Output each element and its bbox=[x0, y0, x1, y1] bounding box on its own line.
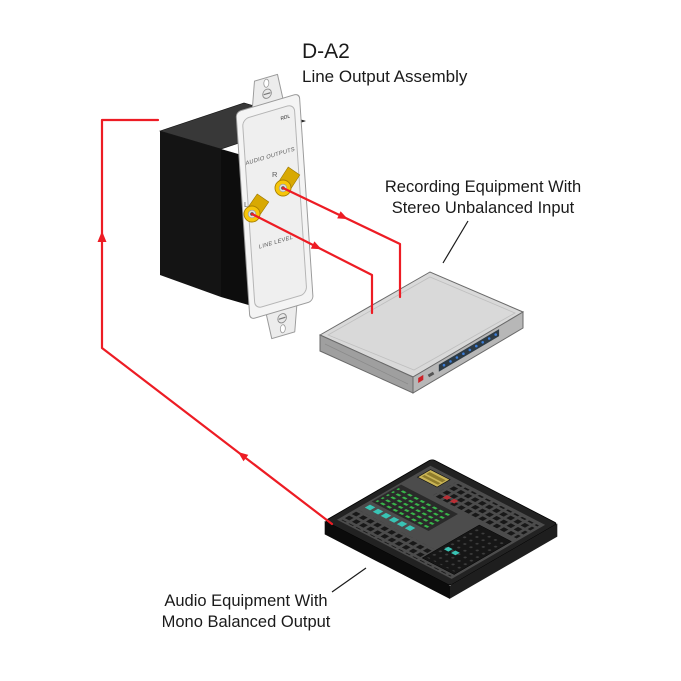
arrowhead-left-channel bbox=[310, 241, 322, 250]
indicator-led bbox=[449, 360, 452, 363]
mixer-teal-button bbox=[364, 504, 376, 511]
back-box-front-face bbox=[160, 131, 221, 297]
mounting-slot-top bbox=[263, 78, 270, 88]
indicator-led bbox=[475, 344, 478, 348]
mixer-teal-button bbox=[396, 521, 408, 527]
indicator-led bbox=[481, 341, 485, 344]
indicator-led bbox=[455, 356, 459, 359]
signal-line-right-channel bbox=[281, 186, 402, 299]
mixer-red-button bbox=[442, 495, 452, 500]
mounting-slot-bottom bbox=[279, 324, 286, 334]
audio-caption-line1: Audio Equipment With bbox=[164, 592, 327, 610]
product-title: D-A2 bbox=[302, 40, 350, 63]
mixer-teal-button bbox=[404, 525, 416, 531]
audio-caption-line2: Mono Balanced Output bbox=[162, 613, 331, 631]
mixer-display-row bbox=[421, 474, 441, 485]
screw-top-slot bbox=[263, 92, 271, 96]
power-button bbox=[418, 374, 424, 383]
indicator-led bbox=[487, 337, 491, 340]
mixer-side-face bbox=[450, 523, 558, 599]
arrowhead-balanced-vertical bbox=[97, 231, 107, 242]
mixer-dot-grid bbox=[426, 527, 507, 573]
mixer-teal-button bbox=[380, 512, 392, 519]
mixer-button-grid-top bbox=[432, 482, 539, 539]
right-channel-label: R bbox=[272, 170, 278, 179]
mixer-red-button bbox=[449, 498, 459, 504]
indicator-led bbox=[442, 363, 446, 367]
recorder-top-seam bbox=[327, 276, 516, 371]
recording-callout-line bbox=[442, 220, 469, 264]
recording-caption-line1: Recording Equipment With bbox=[385, 178, 581, 196]
product-subtitle: Line Output Assembly bbox=[302, 67, 468, 86]
indicator-led bbox=[468, 348, 472, 352]
audio-mixer bbox=[324, 459, 558, 599]
arrowhead-right-channel bbox=[337, 211, 348, 220]
signal-line-left-channel bbox=[250, 212, 374, 315]
audio-callout-line bbox=[331, 567, 367, 593]
indicator-led bbox=[462, 352, 465, 356]
recording-equipment bbox=[318, 271, 525, 394]
signal-arrowheads bbox=[97, 211, 348, 462]
recording-caption-line2: Stereo Unbalanced Input bbox=[392, 199, 575, 217]
wallplate: RDL AUDIO OUTPUTS LINE LEVEL bbox=[235, 73, 314, 340]
mixer-teal-button bbox=[451, 550, 460, 556]
mixer-led-meters bbox=[375, 486, 455, 530]
recorder-control bbox=[427, 371, 435, 378]
mixer-teal-button bbox=[372, 508, 384, 515]
mixer-teal-button bbox=[443, 546, 453, 552]
mixer-top-panel bbox=[325, 459, 557, 586]
mixer-display bbox=[416, 469, 451, 488]
screw-bottom-slot bbox=[278, 316, 286, 320]
mixer-display-row bbox=[426, 471, 446, 483]
recorder-groove bbox=[324, 343, 409, 385]
left-channel-label: L bbox=[244, 200, 248, 209]
brand-label: RDL bbox=[280, 113, 290, 122]
indicator-led bbox=[494, 333, 498, 336]
arrowhead-balanced-diagonal bbox=[238, 452, 249, 462]
mixer-front-face bbox=[324, 521, 450, 599]
mixer-teal-button bbox=[388, 516, 400, 523]
